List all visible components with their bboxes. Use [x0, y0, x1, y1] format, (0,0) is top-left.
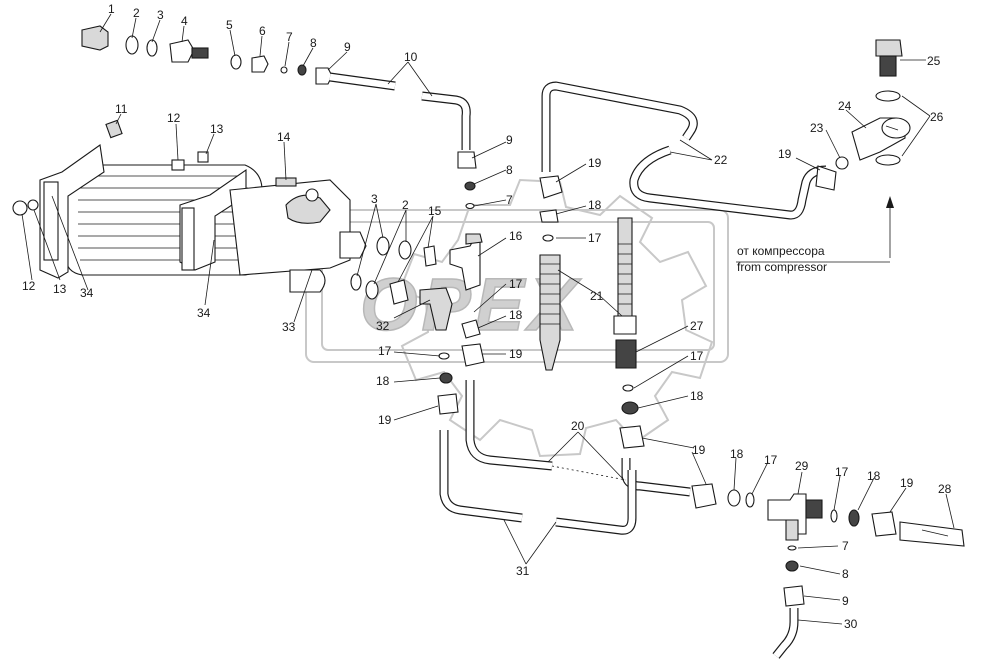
compressor-arrow — [736, 196, 894, 263]
note-ru: от компрессора — [737, 244, 825, 258]
callout-19c: 19 — [378, 413, 392, 427]
callout-8: 8 — [310, 36, 317, 50]
tee-29-group — [691, 483, 965, 659]
callout-3b: 3 — [371, 192, 378, 206]
callout-18d: 18 — [690, 389, 704, 403]
callout-17a: 17 — [588, 231, 602, 245]
callout-17d: 17 — [690, 349, 704, 363]
callout-21: 21 — [590, 289, 604, 303]
callout-18c: 18 — [376, 374, 390, 388]
callout-19f: 19 — [900, 476, 914, 490]
callout-7: 7 — [286, 30, 293, 44]
callout-9c: 9 — [842, 594, 849, 608]
callout-18f: 18 — [867, 469, 881, 483]
banjo-fitting — [835, 39, 911, 170]
callout-17f: 17 — [835, 465, 849, 479]
callout-8b: 8 — [506, 163, 513, 177]
callout-5: 5 — [226, 18, 233, 32]
callout-9: 9 — [344, 40, 351, 54]
callout-15: 15 — [428, 204, 442, 218]
callout-4: 4 — [181, 14, 188, 28]
callout-27: 27 — [690, 319, 704, 333]
callout-2: 2 — [133, 6, 140, 20]
tubes-20-31 — [439, 380, 691, 535]
callout-3: 3 — [157, 8, 164, 22]
callout-31: 31 — [516, 564, 530, 578]
callout-19d: 19 — [778, 147, 792, 161]
callout-9b: 9 — [506, 133, 513, 147]
callout-1: 1 — [108, 2, 115, 16]
callout-10: 10 — [404, 50, 418, 64]
callout-7c: 7 — [842, 539, 849, 553]
callout-6: 6 — [259, 24, 266, 38]
callout-25: 25 — [927, 54, 941, 68]
top-row-fittings — [81, 25, 333, 85]
callout-19a: 19 — [588, 156, 602, 170]
tube-10 — [329, 72, 477, 169]
callout-29: 29 — [795, 459, 809, 473]
callout-17b: 17 — [509, 277, 523, 291]
cooler-assembly — [12, 119, 367, 293]
callout-32: 32 — [376, 319, 390, 333]
callout-28: 28 — [938, 482, 952, 496]
note-en: from compressor — [737, 260, 827, 274]
callout-19b: 19 — [509, 347, 523, 361]
callout-33: 33 — [282, 320, 296, 334]
callout-11: 11 — [115, 102, 128, 116]
callout-18a: 18 — [588, 198, 602, 212]
callout-8c: 8 — [842, 567, 849, 581]
callout-24: 24 — [838, 99, 852, 113]
callout-22: 22 — [714, 153, 728, 167]
callout-19e: 19 — [692, 443, 706, 457]
callout-17e: 17 — [764, 453, 778, 467]
callout-34b: 34 — [197, 306, 211, 320]
callout-16: 16 — [509, 229, 523, 243]
callout-20: 20 — [571, 419, 585, 433]
middle-fittings — [350, 233, 483, 339]
callout-12b: 12 — [22, 279, 36, 293]
callout-34a: 34 — [80, 286, 94, 300]
callout-23: 23 — [810, 121, 824, 135]
hoses-21 — [539, 217, 637, 371]
tube-22 — [541, 81, 837, 220]
callout-13a: 13 — [210, 122, 224, 136]
callout-2b: 2 — [402, 198, 409, 212]
callout-7b: 7 — [506, 193, 513, 207]
callout-18b: 18 — [509, 308, 523, 322]
callout-labels: 1 2 3 4 5 6 7 8 9 10 11 12 13 14 12 13 3… — [22, 2, 952, 631]
callout-14: 14 — [277, 130, 291, 144]
leader-lines — [21, 13, 955, 625]
callout-17c: 17 — [378, 344, 392, 358]
callout-26: 26 — [930, 110, 944, 124]
callout-30: 30 — [844, 617, 858, 631]
callout-13b: 13 — [53, 282, 67, 296]
callout-12a: 12 — [167, 111, 181, 125]
callout-18e: 18 — [730, 447, 744, 461]
